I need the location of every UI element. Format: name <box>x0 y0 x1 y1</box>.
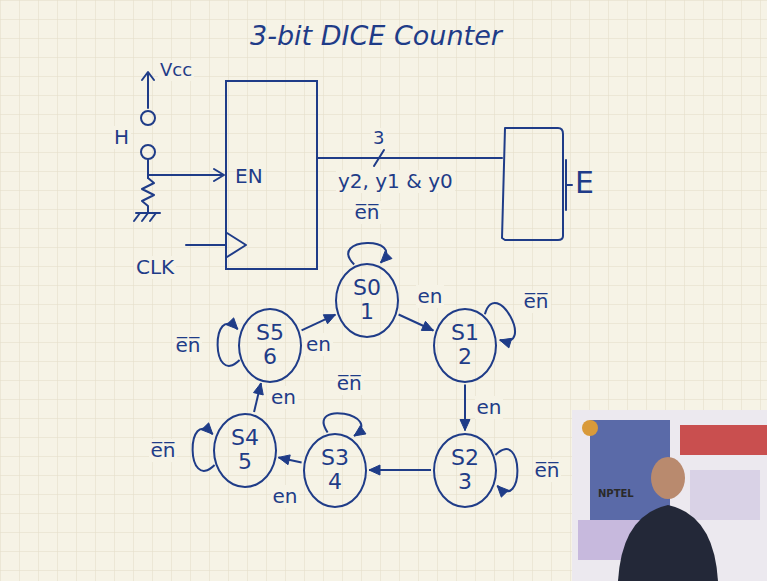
transition-arrow <box>302 315 336 331</box>
presenter-head <box>651 457 685 499</box>
transition-line <box>302 315 336 331</box>
watermark-text: NPTEL <box>596 488 636 500</box>
transition-label: e̅n̅ <box>174 334 203 357</box>
transition-label: en <box>271 485 300 508</box>
self-loop <box>348 243 386 265</box>
en-arrow <box>214 169 224 181</box>
arrow-head <box>500 338 512 348</box>
arrow-head <box>354 426 366 436</box>
ground-symbol <box>150 213 156 221</box>
inset-ground <box>572 410 767 581</box>
output-bus <box>318 157 502 159</box>
transition-label: e̅n̅ <box>149 439 178 462</box>
inset-logo <box>582 420 598 436</box>
arrow-head <box>202 423 213 434</box>
state-circle: S01 <box>335 263 399 338</box>
transition-label: e̅n̅ <box>353 201 382 224</box>
self-loop <box>495 449 517 491</box>
ground-symbol <box>134 213 140 221</box>
vcc-arrow <box>142 72 154 80</box>
transition-arrow <box>369 465 431 475</box>
resistor-symbol <box>142 178 154 212</box>
en-wire <box>148 174 222 176</box>
arrow-head <box>460 420 470 431</box>
state-circle: S12 <box>433 308 497 383</box>
transition-arrow <box>193 423 215 471</box>
transition-label: en <box>269 386 298 409</box>
transition-arrow <box>278 455 301 465</box>
switch-contact <box>141 145 155 159</box>
ground-symbol <box>142 213 148 221</box>
clock-wire <box>186 244 226 246</box>
state-name: S2 <box>451 446 479 470</box>
state-value: 2 <box>458 345 472 369</box>
arrow-head <box>254 383 264 395</box>
arrow-head <box>278 455 290 465</box>
state-name: S1 <box>451 321 479 345</box>
self-loop <box>193 429 215 471</box>
arrow-head <box>323 315 335 324</box>
state-value: 4 <box>328 470 342 494</box>
self-loop <box>485 303 515 341</box>
state-value: 6 <box>263 345 277 369</box>
transition-line <box>399 315 434 331</box>
arrow-head <box>227 318 238 329</box>
port-label: EN <box>235 164 263 188</box>
counter-block: EN <box>225 80 318 270</box>
transition-label: en <box>304 333 333 356</box>
state-value: 3 <box>458 470 472 494</box>
state-circle: S34 <box>303 433 367 508</box>
state-name: S3 <box>321 446 349 470</box>
bus-width-slash <box>374 150 384 166</box>
arrow-head <box>369 465 380 475</box>
transition-label: e̅n̅ <box>533 459 562 482</box>
display-pin <box>566 184 572 186</box>
transition-arrow <box>495 449 517 497</box>
transition-arrow <box>254 383 264 412</box>
video-inset <box>572 410 767 581</box>
display-box <box>502 128 563 240</box>
state-circle: S56 <box>238 308 302 383</box>
state-circle: S45 <box>213 413 277 488</box>
clock-symbol <box>227 233 246 257</box>
signal-label: Vcc <box>158 60 194 81</box>
signal-label: H <box>112 126 131 149</box>
signal-label: 3 <box>371 128 386 149</box>
arrow-head <box>381 251 392 262</box>
state-name: S5 <box>256 321 284 345</box>
arrow-head <box>421 321 433 330</box>
transition-arrow <box>460 385 470 431</box>
inset-banner <box>680 425 767 455</box>
signal-label: CLK <box>134 256 176 279</box>
arrow-head <box>497 486 508 497</box>
transition-label: e̅n̅ <box>522 290 551 313</box>
signal-label: y2, y1 & y0 <box>336 170 455 193</box>
transition-arrow <box>218 318 240 366</box>
state-value: 5 <box>238 450 252 474</box>
diagram-title: 3-bit DICE Counter <box>248 20 504 51</box>
state-value: 1 <box>360 300 374 324</box>
transition-arrow <box>485 303 515 348</box>
switch-contact <box>141 111 155 125</box>
vcc-wire <box>147 74 149 108</box>
state-name: S0 <box>353 276 381 300</box>
transition-label: en <box>475 396 504 419</box>
state-name: S4 <box>231 426 259 450</box>
state-circle: S23 <box>433 433 497 508</box>
transition-arrow <box>399 315 434 331</box>
inset-panel <box>690 470 760 520</box>
transition-arrow <box>348 243 392 265</box>
transition-label: en <box>416 285 445 308</box>
display-digit: E <box>573 166 596 201</box>
self-loop <box>218 324 240 366</box>
presenter-body <box>618 505 718 581</box>
transition-label: e̅n̅ <box>335 372 364 395</box>
